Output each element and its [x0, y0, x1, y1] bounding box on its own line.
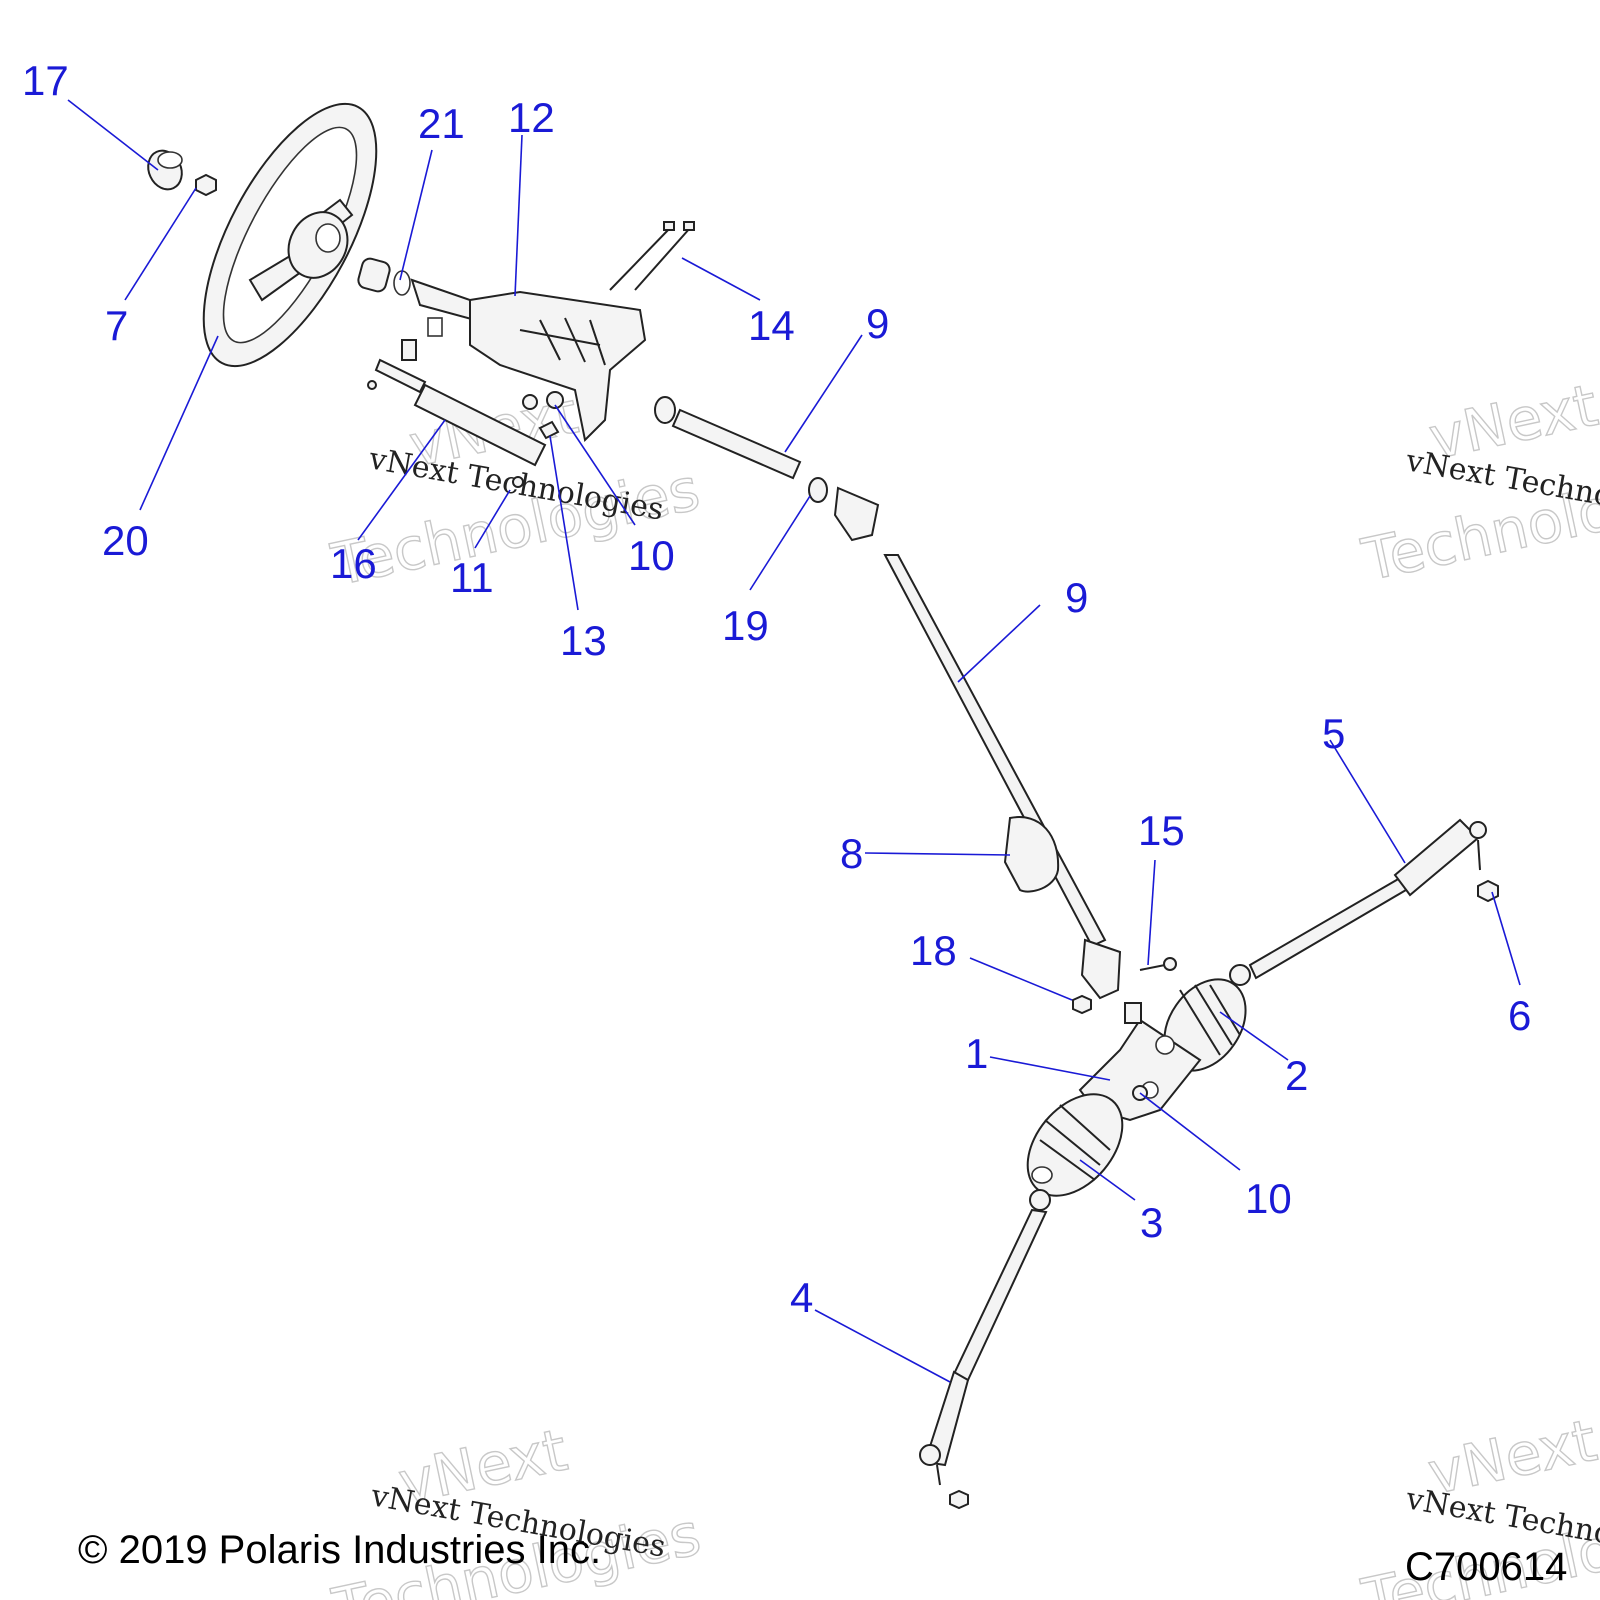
part-14-bolts [609, 221, 695, 291]
part-20-steering-wheel [202, 102, 378, 368]
callout-3: 3 [1140, 1199, 1163, 1246]
callout-12: 12 [508, 94, 555, 141]
callout-9-lower: 9 [1065, 574, 1088, 621]
callout-1: 1 [965, 1030, 988, 1077]
part-8-boot [1003, 816, 1060, 893]
part-16-tilt-strut [367, 339, 547, 467]
part-15-bolt [1139, 957, 1177, 971]
callout-5: 5 [1322, 710, 1345, 757]
part-9-upper-shaft [654, 396, 802, 480]
callout-15: 15 [1138, 807, 1185, 854]
callout-18: 18 [910, 927, 957, 974]
part-11-washer [512, 476, 524, 488]
part-12-column-bracket [410, 278, 647, 443]
callout-10-upper: 10 [628, 532, 675, 579]
callout-17: 17 [22, 57, 69, 104]
part-2-right-boot [1163, 978, 1247, 1072]
part-10-nut-upper [522, 391, 564, 410]
part-18-nut [1072, 994, 1092, 1015]
upper-u-joint [833, 486, 880, 542]
callout-11: 11 [450, 554, 494, 601]
callout-21: 21 [418, 100, 465, 147]
part-5-right-tie-rod [1229, 818, 1487, 986]
callout-20: 20 [102, 517, 149, 564]
callout-6: 6 [1508, 992, 1531, 1039]
part-4-left-tie-rod [919, 1189, 1051, 1486]
callout-2: 2 [1285, 1052, 1308, 1099]
leader-lines [67, 99, 1521, 1383]
part-19-bushing [808, 477, 828, 503]
callout-13: 13 [560, 617, 607, 664]
part-21-bushing [357, 257, 411, 296]
callout-16: 16 [330, 540, 377, 587]
part-13-bolt [538, 420, 560, 440]
callout-10-lower: 10 [1245, 1175, 1292, 1222]
callout-19: 19 [722, 602, 769, 649]
figure-id: C700614 [1405, 1545, 1567, 1589]
part-17-cap [147, 149, 183, 191]
copyright-text: © 2019 Polaris Industries Inc. [78, 1528, 601, 1572]
callout-7: 7 [105, 302, 128, 349]
lower-u-joint [1080, 938, 1122, 1000]
part-7-nut [195, 173, 217, 197]
callout-8: 8 [840, 830, 863, 877]
callout-9-upper: 9 [866, 300, 889, 347]
part-3-left-boot [1026, 1093, 1124, 1197]
callouts: 17 7 20 21 12 14 9 16 11 10 13 19 9 8 15… [22, 57, 1531, 1321]
callout-4: 4 [790, 1274, 813, 1321]
tie-rod-nut [949, 1489, 969, 1510]
part-6-nut [1477, 879, 1499, 903]
callout-14: 14 [748, 302, 795, 349]
